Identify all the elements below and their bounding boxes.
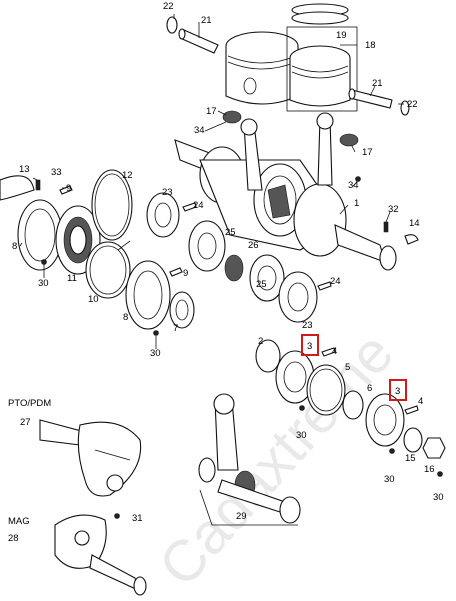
piston-right — [289, 45, 351, 107]
lower-right-parts — [255, 176, 446, 477]
callout-17-right: 17 — [362, 147, 373, 158]
circlip-22-right — [400, 100, 410, 116]
callout-labels: 22 21 19 18 21 22 17 34 17 34 1 32 14 13… — [8, 1, 444, 544]
piston-ring-19-b — [291, 11, 349, 25]
callout-8-lower: 8 — [123, 312, 128, 323]
callout-22-right: 22 — [407, 99, 418, 110]
callout-30-b: 30 — [150, 348, 161, 359]
gear-26 — [224, 254, 244, 282]
piston-pin-21-right — [348, 88, 393, 109]
callout-30-d: 30 — [384, 474, 395, 485]
callout-23-right: 23 — [302, 320, 313, 331]
callout-6: 6 — [367, 383, 372, 394]
left-parts — [0, 169, 332, 336]
highlight-box-part-3-lower — [389, 379, 407, 401]
leader-lines — [19, 14, 404, 349]
callout-5: 5 — [345, 362, 350, 373]
connecting-rod-kit — [198, 393, 301, 526]
callout-31: 31 — [132, 513, 143, 524]
label-mag: MAG — [8, 516, 30, 527]
callout-1: 1 — [354, 198, 359, 209]
woodruff-key-14 — [404, 234, 419, 245]
callout-8-upper: 8 — [12, 241, 17, 252]
callout-28: 28 — [8, 533, 19, 544]
callout-27: 27 — [20, 417, 31, 428]
callout-30-c: 30 — [296, 430, 307, 441]
callout-34-right: 34 — [348, 180, 359, 191]
callout-30-a: 30 — [38, 278, 49, 289]
callout-4-upper: 4 — [332, 346, 337, 357]
callout-23-left: 23 — [162, 187, 173, 198]
callout-4-lower: 4 — [418, 396, 423, 407]
callout-13: 13 — [19, 164, 30, 175]
callout-9-upper: 9 — [66, 183, 71, 194]
callout-34-left: 34 — [194, 125, 205, 136]
callout-33: 33 — [51, 167, 62, 178]
callout-16: 16 — [424, 464, 435, 475]
callout-17-left: 17 — [206, 106, 217, 117]
callout-18: 18 — [365, 40, 376, 51]
callout-2: 2 — [258, 336, 263, 347]
callout-7: 7 — [173, 323, 178, 334]
crankshaft-assembly — [174, 110, 397, 271]
highlight-box-part-3-upper — [301, 334, 319, 356]
crankshaft-mag-half — [54, 513, 147, 596]
callout-19: 19 — [336, 30, 347, 41]
callout-29: 29 — [236, 511, 247, 522]
piston-kit-box — [286, 26, 358, 112]
callout-10: 10 — [88, 294, 99, 305]
callout-25-upper: 25 — [225, 227, 236, 238]
callout-3-upper: 3 — [307, 341, 312, 352]
callout-15: 15 — [405, 453, 416, 464]
callout-14: 14 — [409, 218, 420, 229]
callout-22-left: 22 — [163, 1, 174, 12]
needle-bearing-17-left — [222, 110, 242, 124]
callout-26: 26 — [248, 240, 259, 251]
piston-left — [225, 31, 299, 105]
crankshaft-pto-half — [39, 419, 142, 497]
callout-12: 12 — [122, 170, 133, 181]
callout-11: 11 — [67, 273, 77, 284]
callout-30-e: 30 — [433, 492, 444, 503]
label-pto-pdm: PTO/PDM — [8, 398, 51, 409]
callout-24-left: 24 — [193, 200, 204, 211]
callout-21-left: 21 — [201, 15, 212, 26]
callout-21-right: 21 — [372, 78, 383, 89]
piston-group — [166, 3, 410, 116]
callout-9-lower: 9 — [183, 268, 188, 279]
callout-3-lower: 3 — [395, 386, 400, 397]
piston-pin-21-left — [178, 28, 219, 54]
callout-25-lower: 25 — [256, 279, 267, 290]
needle-bearing-17-right — [339, 133, 359, 147]
circlip-22-left — [166, 16, 178, 34]
callout-24-right: 24 — [330, 276, 341, 287]
callout-32: 32 — [388, 204, 399, 215]
